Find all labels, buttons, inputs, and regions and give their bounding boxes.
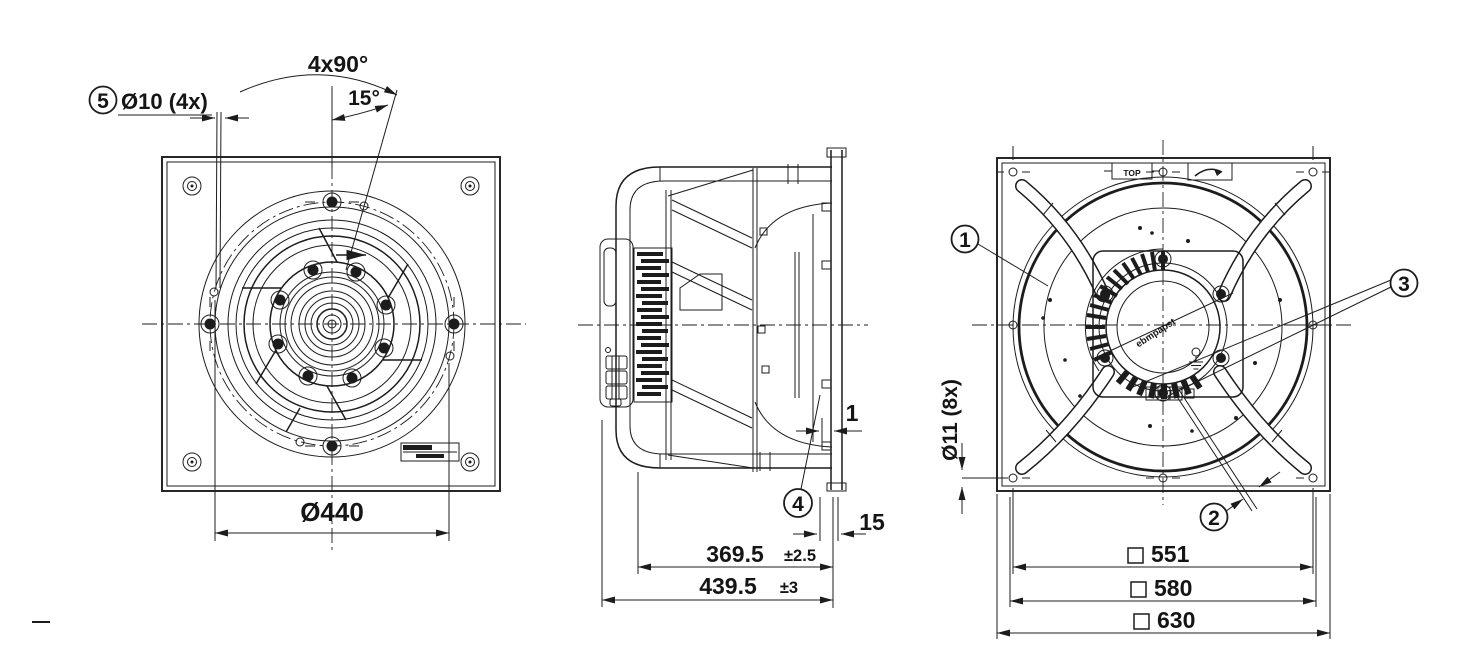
front-name-plate <box>400 442 460 462</box>
front-dimensions: 5 Ø10 (4x) 4x90° 15° Ø440 <box>88 51 450 541</box>
top-marker-label: TOP <box>1123 168 1141 178</box>
callout-4-label: 4 <box>792 493 804 516</box>
rear-specks <box>1041 226 1282 433</box>
front-corner-rivets <box>182 176 480 472</box>
front-hole-dim-label: Ø10 (4x) <box>121 89 208 114</box>
front-impeller-blades <box>242 227 422 433</box>
callout-3: 3 <box>1127 268 1419 397</box>
top-marker: TOP <box>1104 162 1160 180</box>
rotation-direction-icon <box>1187 162 1233 181</box>
side-total-depth-label: 439.5 <box>699 573 757 599</box>
side-view: 1 4 15 369.5 ±2.5 439.5 ±3 <box>578 147 885 608</box>
side-housing-depth-tol: ±2.5 <box>784 547 816 565</box>
rear-hole-dim-label: Ø11 (8x) <box>939 379 962 461</box>
callout-1-label: 1 <box>959 229 971 252</box>
callout-5-label: 5 <box>97 90 109 113</box>
front-bolt-circle-label: Ø440 <box>300 497 364 527</box>
front-frame-plate <box>161 156 501 492</box>
rear-guard-struts <box>1015 179 1312 475</box>
rear-square-580-label: 580 <box>1154 575 1192 601</box>
front-mounting-holes <box>209 201 455 447</box>
rear-dimensions: 1 3 2 Ø11 (8x) <box>939 224 1419 639</box>
rear-housing-circle <box>1012 176 1314 478</box>
rear-square-630: 630 <box>1133 607 1195 633</box>
callout-1: 1 <box>950 224 1049 287</box>
side-gap-label: 1 <box>846 400 859 426</box>
rear-square-630-label: 630 <box>1157 607 1195 633</box>
callout-5: 5 <box>88 85 118 115</box>
rear-terminal-box <box>1145 386 1195 401</box>
rear-motor-mount-plate <box>1092 250 1244 398</box>
side-impeller <box>665 168 758 472</box>
front-pattern-angle-label: 4x90° <box>308 51 368 77</box>
front-offset-angle-label: 15° <box>348 87 380 110</box>
front-ring-bolts <box>200 192 464 456</box>
callout-2-label: 2 <box>1208 507 1220 530</box>
side-dimensions: 1 4 15 369.5 ±2.5 439.5 ±3 <box>601 394 885 608</box>
side-cable-glands <box>605 355 628 407</box>
front-hub-bolts <box>268 260 396 388</box>
side-total-depth-tol: ±3 <box>780 579 798 597</box>
rear-motor-bolts <box>1096 250 1230 402</box>
front-view: 5 Ø10 (4x) 4x90° 15° Ø440 <box>88 51 526 552</box>
side-housing-depth-label: 369.5 <box>706 541 764 567</box>
side-terminal-box <box>599 238 634 408</box>
side-flange-depth-label: 15 <box>859 509 885 535</box>
callout-2: 2 <box>1173 389 1281 532</box>
side-housing-panel <box>754 202 833 448</box>
rear-square-551-label: 551 <box>1151 541 1190 567</box>
side-motor-fins <box>633 247 673 403</box>
rear-view: TOP <box>939 140 1419 639</box>
callout-3-label: 3 <box>1398 273 1410 296</box>
side-guard-tube <box>615 166 832 469</box>
rear-square-551: 551 <box>1127 541 1190 567</box>
rear-square-580: 580 <box>1130 575 1192 601</box>
side-mounting-plate <box>821 147 847 492</box>
callout-4: 4 <box>783 394 821 518</box>
brand-logo-text: ebmpapst <box>1134 316 1178 350</box>
